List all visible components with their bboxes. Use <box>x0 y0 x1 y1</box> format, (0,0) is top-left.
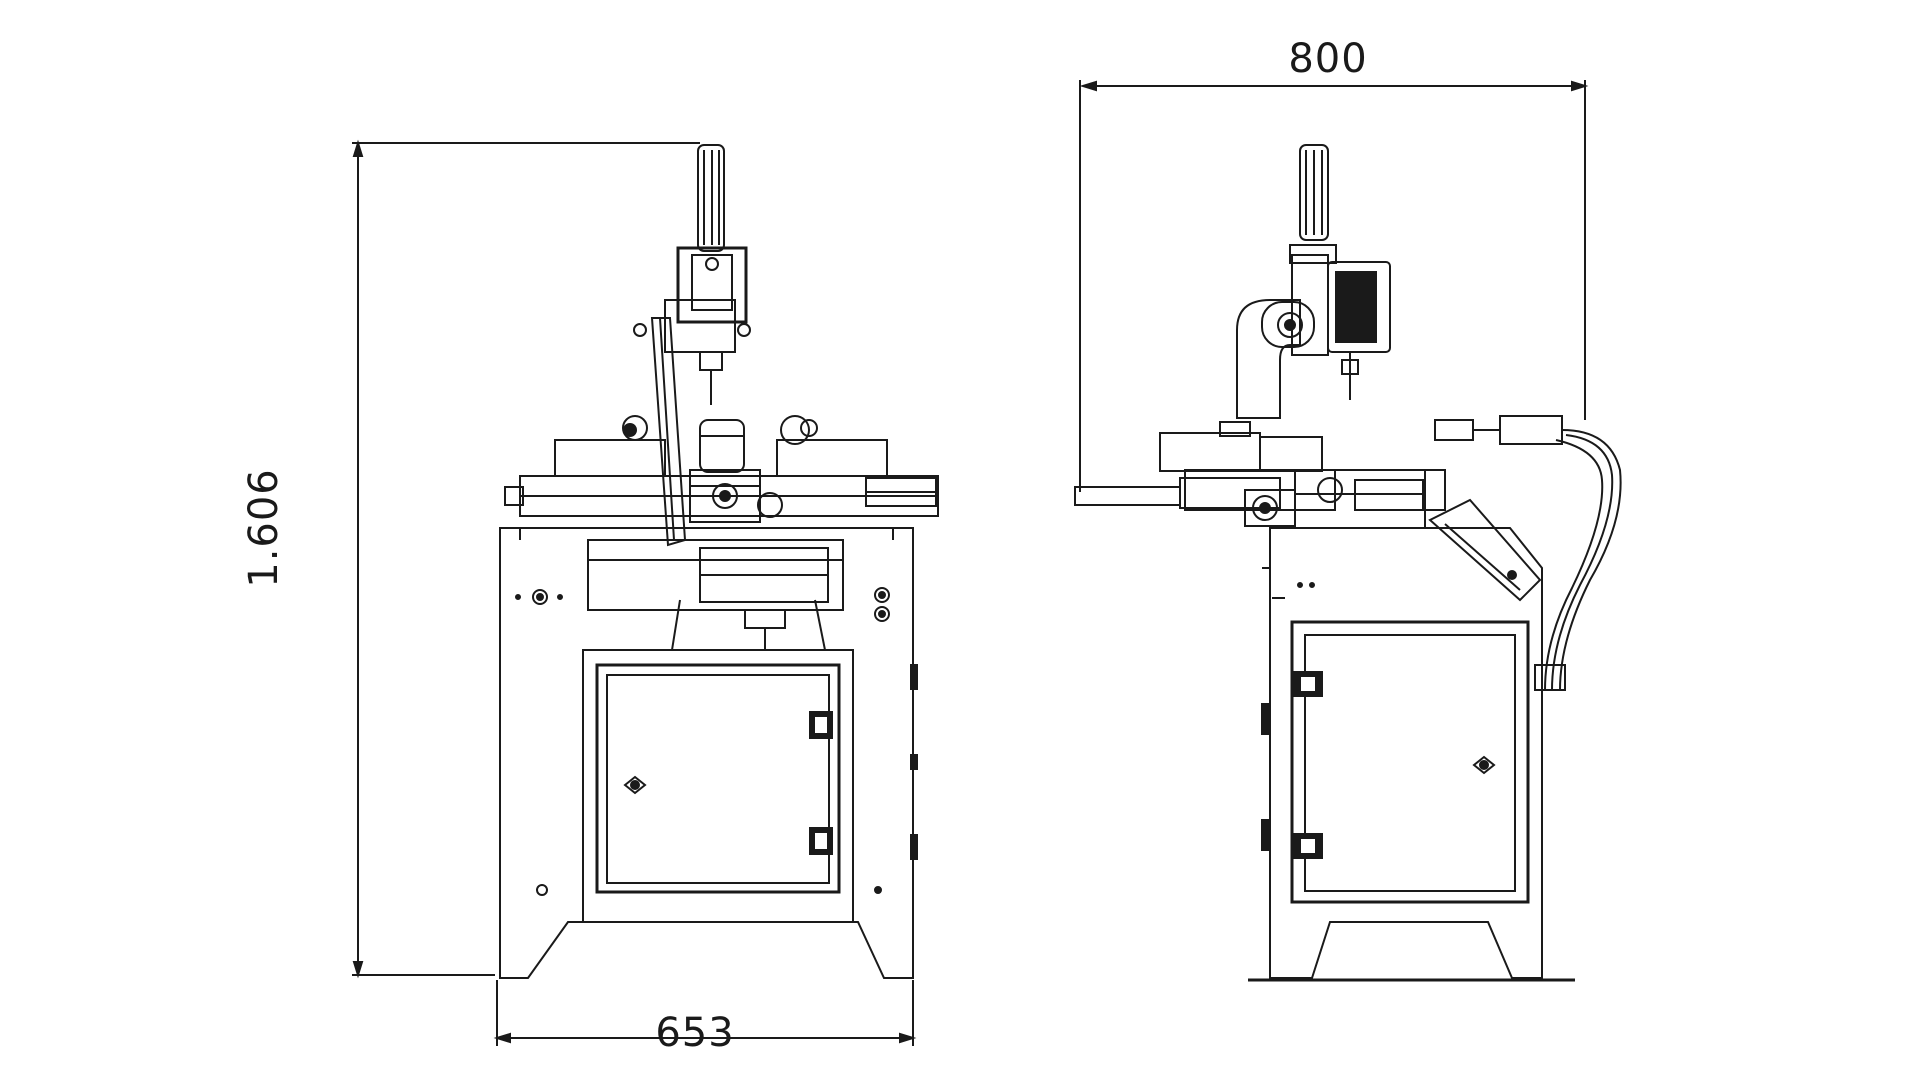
side-width-dimension-line <box>1080 80 1585 492</box>
side-pedal <box>1430 416 1621 690</box>
front-width-dimension-line <box>497 980 913 1046</box>
side-cabinet <box>1248 528 1575 980</box>
front-worktable <box>505 416 938 522</box>
height-dimension-label: 1.606 <box>241 468 287 588</box>
front-view <box>352 143 938 1046</box>
side-view <box>1075 80 1621 980</box>
side-spindle <box>1237 145 1390 418</box>
front-drive <box>588 540 843 650</box>
side-worktable <box>1075 422 1445 528</box>
height-dimension-line <box>352 143 700 975</box>
front-width-dimension-label: 653 <box>655 1010 735 1056</box>
side-width-dimension-label: 800 <box>1288 36 1368 82</box>
front-cabinet <box>500 528 917 978</box>
